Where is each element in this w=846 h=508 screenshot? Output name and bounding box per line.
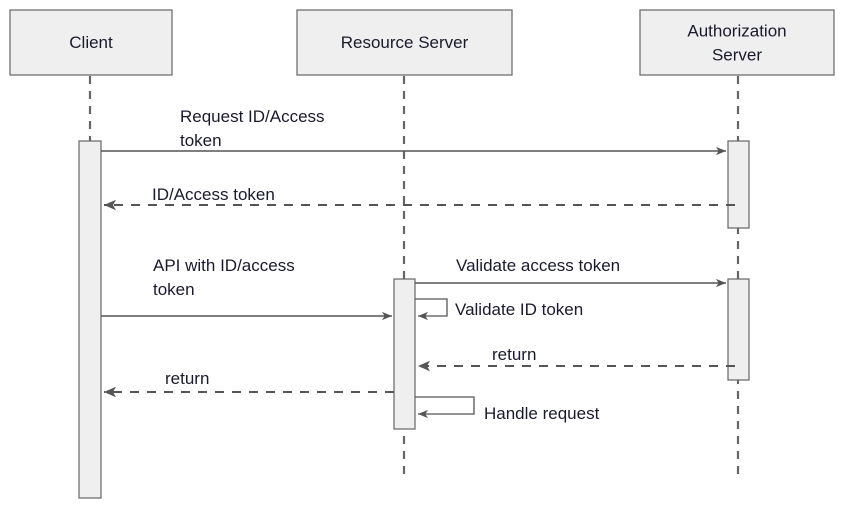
participant-header-authorization-server[interactable]: Authorization Server: [639, 9, 835, 76]
message-arrow-validate-id-token[interactable]: [415, 298, 448, 321]
message-label-request-token-line2: token: [180, 131, 222, 150]
message-label-return-auth-to-resource: return: [492, 345, 536, 364]
activation-bar-authorization-server-validate[interactable]: [727, 278, 750, 381]
message-validate-access-token[interactable]: Validate access token: [415, 256, 726, 288]
message-api-with-token[interactable]: API with ID/access token: [101, 256, 392, 321]
participant-header-resource-server[interactable]: Resource Server: [296, 9, 513, 76]
message-label-api-with-token-line2: token: [153, 280, 195, 299]
message-request-token[interactable]: Request ID/Access token: [101, 107, 726, 156]
message-label-handle-request: Handle request: [484, 404, 600, 423]
message-label-api-with-token-line1: API with ID/access: [153, 256, 295, 275]
activation-bar-authorization-server-token[interactable]: [727, 140, 750, 229]
participant-box-authorization-server[interactable]: [639, 9, 835, 76]
participant-box-resource-server[interactable]: [296, 9, 513, 76]
activation-bar-resource-server[interactable]: [393, 278, 416, 430]
activation-bar-client[interactable]: [78, 140, 102, 499]
participant-label-authorization-server-line2: Server: [712, 45, 762, 64]
participant-label-resource-server: Resource Server: [341, 33, 469, 52]
message-label-validate-access-token: Validate access token: [456, 256, 620, 275]
participant-box-client[interactable]: [9, 9, 173, 76]
message-return-resource-to-client[interactable]: return: [104, 369, 394, 398]
participant-header-client[interactable]: Client: [9, 9, 173, 76]
message-label-validate-id-token: Validate ID token: [455, 300, 583, 319]
message-handle-request[interactable]: Handle request: [415, 396, 600, 423]
message-label-return-resource-to-client: return: [165, 369, 209, 388]
message-label-request-token-line1: Request ID/Access: [180, 107, 325, 126]
participant-label-authorization-server-line1: Authorization: [687, 21, 786, 40]
message-arrow-handle-request[interactable]: [415, 396, 475, 419]
participant-label-client: Client: [69, 33, 113, 52]
message-validate-id-token[interactable]: Validate ID token: [415, 298, 583, 321]
message-label-id-access-token: ID/Access token: [152, 185, 275, 204]
message-return-auth-to-resource[interactable]: return: [418, 345, 735, 372]
message-id-access-token[interactable]: ID/Access token: [104, 185, 735, 211]
